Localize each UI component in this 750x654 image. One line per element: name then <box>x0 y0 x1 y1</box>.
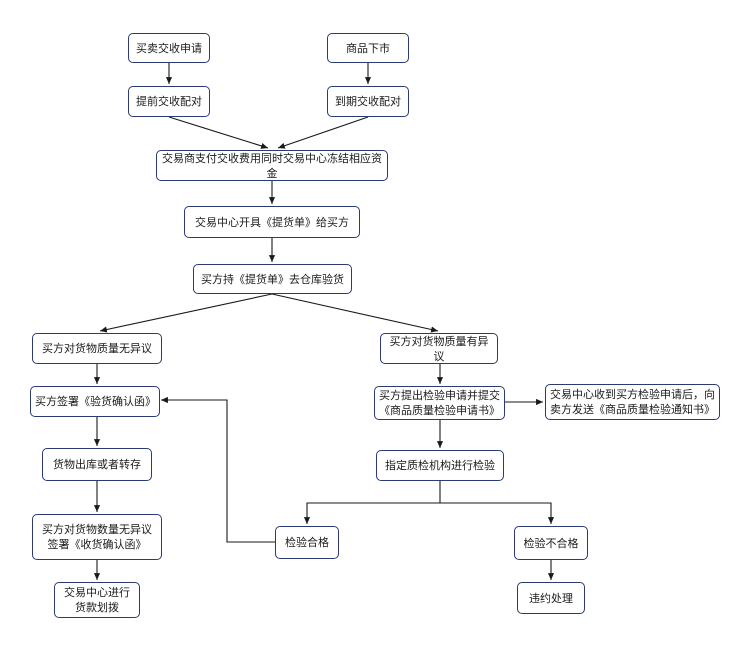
node-inspection-failed: 检验不合格 <box>514 526 588 560</box>
node-maturity-delivery-matching: 到期交收配对 <box>327 86 409 117</box>
arrow-n14-n16 <box>303 481 441 524</box>
node-designated-inspection: 指定质检机构进行检验 <box>376 450 504 481</box>
arrow-n7-n8 <box>99 293 273 333</box>
node-submit-inspection-request: 买方提出检验申请并提交 《商品质量检验申请书》 <box>374 386 505 420</box>
node-product-delisting: 商品下市 <box>327 33 409 63</box>
node-breach-handling: 违约处理 <box>517 582 585 614</box>
arrow-n3-n5 <box>168 116 269 149</box>
node-early-delivery-matching: 提前交收配对 <box>128 86 210 117</box>
node-buyer-inspects-goods: 买方持《提货单》去仓库验货 <box>193 264 352 294</box>
node-sign-receipt-confirmation: 买方对货物数量无异议 签署《收货确认函》 <box>32 514 162 560</box>
node-pay-fees-freeze-funds: 交易商支付交收费用同时交易中心冻结相应资金 <box>156 150 388 181</box>
node-goods-outbound-or-transfer: 货物出库或者转存 <box>42 448 152 481</box>
node-sign-inspection-confirmation: 买方签署《验货确认函》 <box>30 386 160 417</box>
node-no-quality-objection: 买方对货物质量无异议 <box>32 333 162 364</box>
node-send-inspection-notice: 交易中心收到买方检验申请后，向 卖方发送《商品质量检验通知书》 <box>545 384 720 420</box>
node-inspection-passed: 检验合格 <box>275 526 339 559</box>
node-quality-objection: 买方对货物质量有异议 <box>380 333 498 364</box>
arrow-n4-n5 <box>277 116 369 149</box>
arrow-n14-n17 <box>440 502 555 524</box>
arrow-n7-n9 <box>271 293 439 333</box>
arrow-n16-n10 <box>161 396 275 543</box>
node-payment-transfer: 交易中心进行 货款划拨 <box>54 582 140 618</box>
node-issue-delivery-order: 交易中心开具《提货单》给买方 <box>184 206 360 238</box>
node-trade-delivery-request: 买卖交收申请 <box>128 33 210 63</box>
